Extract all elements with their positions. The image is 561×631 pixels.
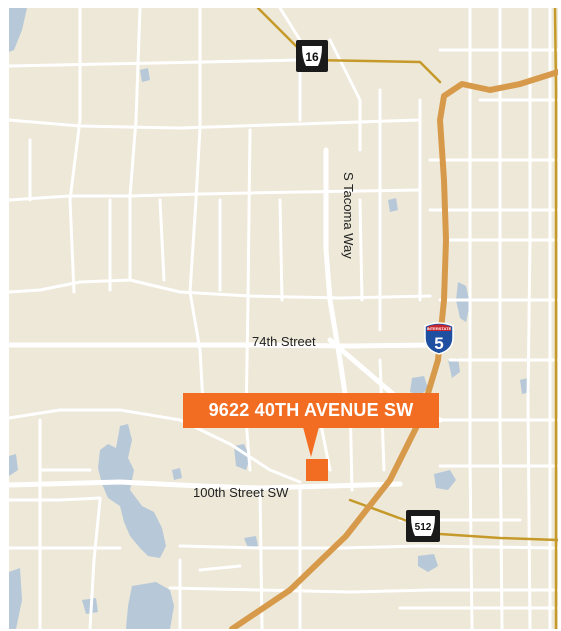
map-area[interactable]: S Tacoma Way 74th Street 100th Street SW… [9,8,558,629]
callout-pointer [303,427,319,457]
interstate-shield-icon: INTERSTATE 5 [424,322,454,355]
interstate-banner: INTERSTATE [427,326,452,331]
sr512-number: 512 [415,522,432,533]
address-callout: 9622 40TH AVENUE SW [183,393,439,428]
location-marker-icon[interactable] [306,459,328,481]
74th-street-label: 74th Street [252,334,316,349]
state-route-shield-icon: 16 [296,40,328,72]
s-tacoma-way-label: S Tacoma Way [341,172,356,259]
sr16-number: 16 [305,50,319,64]
state-route-shield-icon: 512 [406,510,440,542]
water-bodies [9,8,530,629]
address-label: 9622 40TH AVENUE SW [208,400,414,420]
map-canvas: S Tacoma Way 74th Street 100th Street SW… [9,8,558,629]
interstate-5-line [229,69,558,629]
100th-street-label: 100th Street SW [193,485,289,500]
i5-number: 5 [434,334,443,353]
